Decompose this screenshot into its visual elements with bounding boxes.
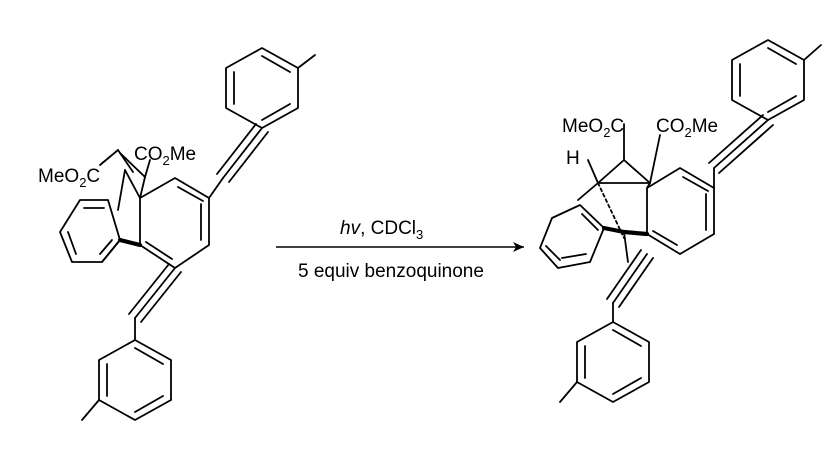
product-top-tolyl-ring [731,39,822,121]
reactant-ester-left: MeO2C [38,166,100,190]
reactant-top-tolyl-ring [225,47,316,129]
product-bottom-alkyne [606,249,654,308]
reaction-arrow [276,242,524,252]
product-central-ring [646,167,715,255]
product-hydrogen-label: H [566,148,580,169]
reactant-central-ring [139,177,224,269]
reactant-ester-right: CO2Me [134,144,196,168]
reaction-conditions: hv, CDCl3 [340,218,423,242]
product-cyclopropane [577,123,661,239]
reactant-benzo-ring [59,199,121,263]
product-bottom-tolyl-ring [559,302,650,403]
reactant-bottom-tolyl-ring [81,317,172,421]
product-top-alkyne [708,114,774,174]
product-ester-left: MeO2C [562,116,624,140]
product-benzo-ring [539,204,605,269]
reactant-top-alkyne [216,123,269,183]
product-ester-right: CO2Me [656,116,718,140]
reaction-reagent: 5 equiv benzoquinone [298,261,484,282]
reactant-molecule: MeO2C CO2Me [38,47,316,421]
product-molecule: MeO2C CO2Me H [539,39,822,403]
reactant-bottom-alkyne [128,263,182,323]
